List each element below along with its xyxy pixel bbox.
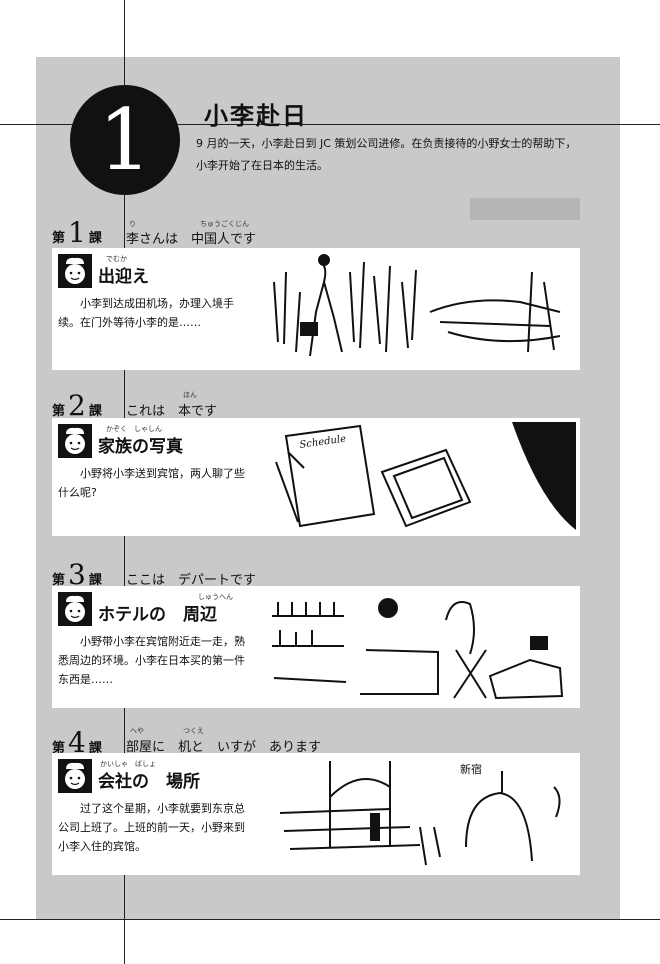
- lesson-label-1: 第 1 課: [52, 216, 102, 249]
- lesson-title-ruby: ほん: [183, 391, 197, 399]
- lesson-text-1: 小李到达成田机场，办理入境手续。在门外等待小李的是……: [58, 297, 234, 329]
- crop-line-bottom: [0, 919, 660, 920]
- lesson-number: 1: [68, 216, 86, 249]
- decorative-block: [470, 198, 580, 220]
- lesson-card-4: かいしゃ ばしょ 会社の 場所 过了这个星期，小李就要到东京总公司上班了。上班的…: [52, 753, 580, 875]
- chef-face-icon: [58, 592, 92, 626]
- notebook-photo-illustration: Schedule: [275, 422, 576, 530]
- crop-line-top: [0, 124, 660, 125]
- lesson-prefix: 第: [52, 231, 66, 246]
- airport-illustration: [273, 254, 561, 357]
- chapter-title: 小李赴日: [204, 102, 308, 130]
- shop-illustration: [272, 598, 564, 700]
- lesson-suffix: 課: [88, 741, 102, 756]
- lesson-label-3: 第 3 課: [52, 558, 102, 591]
- lesson-number: 2: [68, 389, 86, 422]
- lesson-title-2: これは 本です: [126, 404, 218, 419]
- chapter-number-badge: 1: [70, 85, 180, 195]
- station-sign: 新宿: [460, 762, 482, 776]
- lesson-heading-2: 家族の写真: [98, 437, 183, 457]
- lesson-title-1: 李さんは 中国人です: [126, 232, 257, 247]
- lesson-title-ruby: ちゅうごくじん: [200, 220, 249, 228]
- lesson-card-3: しゅうへん ホテルの 周辺 小野带小李在宾馆附近走一走，熟悉周边的环境。小李在日…: [52, 586, 580, 708]
- lesson-title-ruby: つくえ: [183, 727, 204, 735]
- office-illustration: 新宿: [279, 761, 561, 866]
- chef-face-icon: [58, 424, 92, 458]
- heading-ruby: でむか: [106, 255, 127, 263]
- lesson-prefix: 第: [52, 573, 66, 588]
- lesson-title-ruby: へや: [130, 727, 144, 735]
- lesson-suffix: 課: [88, 231, 102, 246]
- heading-ruby: しゅうへん: [198, 593, 233, 601]
- lesson-number: 3: [68, 558, 86, 591]
- chef-face-icon: [58, 759, 92, 793]
- lesson-heading-1: 出迎え: [98, 267, 149, 287]
- lesson-text-3: 小野带小李在宾馆附近走一走，熟悉周边的环境。小李在日本买的第一件东西是……: [58, 635, 245, 686]
- lesson-suffix: 課: [88, 404, 102, 419]
- lesson-label-4: 第 4 課: [52, 726, 102, 759]
- lesson-text-4: 过了这个星期，小李就要到东京总公司上班了。上班的前一天，小野来到小李入住的宾馆。: [58, 802, 245, 853]
- lesson-label-2: 第 2 課: [52, 389, 102, 422]
- lesson-prefix: 第: [52, 404, 66, 419]
- chapter-intro: 9 月的一天，小李赴日到 JC 策划公司进修。在负责接待的小野女士的帮助下，小李…: [196, 137, 577, 172]
- heading-ruby: かいしゃ ばしょ: [100, 760, 156, 768]
- lesson-text-2: 小野将小李送到宾馆，两人聊了些什么呢?: [58, 467, 245, 499]
- lesson-card-1: でむか 出迎え 小李到达成田机场，办理入境手续。在门外等待小李的是……: [52, 248, 580, 370]
- notebook-label: Schedule: [299, 434, 347, 451]
- lesson-card-2: かぞく しゃしん 家族の写真 小野将小李送到宾馆，两人聊了些什么呢? Sched…: [52, 418, 580, 536]
- lesson-suffix: 課: [88, 573, 102, 588]
- lesson-heading-4: 会社の 場所: [98, 772, 200, 792]
- chapter-number: 1: [98, 91, 152, 189]
- heading-ruby: かぞく しゃしん: [106, 425, 162, 433]
- lesson-title-3: ここは デパートです: [126, 573, 257, 588]
- lesson-number: 4: [68, 726, 86, 759]
- lesson-heading-3: ホテルの 周辺: [98, 605, 217, 625]
- lesson-title-ruby: り: [129, 220, 136, 228]
- lesson-title-4: 部屋に 机と いすが あります: [126, 740, 322, 755]
- lesson-prefix: 第: [52, 741, 66, 756]
- chef-face-icon: [58, 254, 92, 288]
